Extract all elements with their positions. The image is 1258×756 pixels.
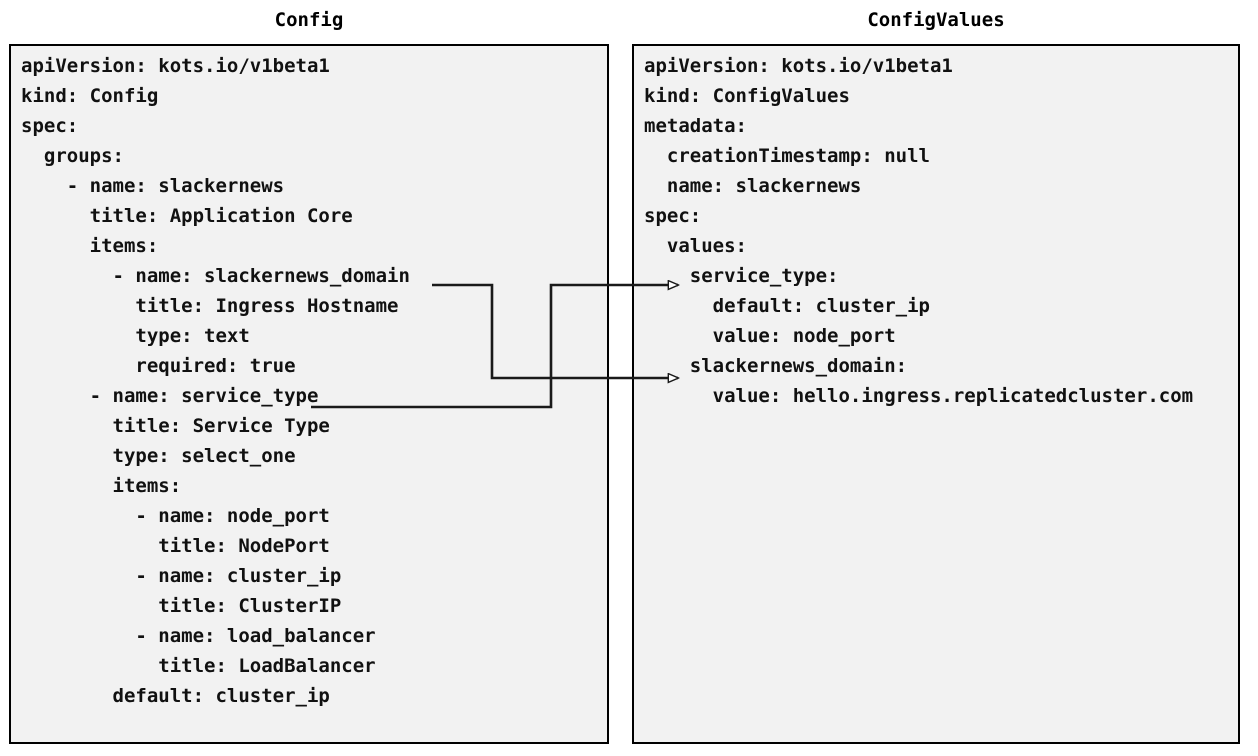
configvalues-yaml-line: value: hello.ingress.replicatedcluster.c…: [644, 385, 1194, 407]
config-yaml-line: - name: service_type: [21, 385, 319, 407]
configvalues-yaml-block: apiVersion: kots.io/v1beta1 kind: ConfigV…: [644, 51, 1193, 411]
configvalues-yaml-line: apiVersion: kots.io/v1beta1: [644, 55, 953, 77]
panel-title-configvalues: ConfigValues: [867, 9, 1005, 31]
configvalues-yaml-line: service_type:: [644, 265, 839, 287]
config-yaml-line: items:: [21, 475, 182, 497]
configvalues-panel: apiVersion: kots.io/v1beta1 kind: ConfigV…: [632, 44, 1240, 744]
config-yaml-line: - name: load_balancer: [21, 625, 376, 647]
config-yaml-line: type: select_one: [21, 445, 296, 467]
config-yaml-line: groups:: [21, 145, 124, 167]
configvalues-yaml-line: slackernews_domain:: [644, 355, 908, 377]
config-yaml-line: items:: [21, 235, 159, 257]
config-yaml-line: title: Application Core: [21, 205, 353, 227]
configvalues-yaml-line: spec:: [644, 205, 702, 227]
config-yaml-line: - name: slackernews_domain: [21, 265, 410, 287]
config-panel: apiVersion: kots.io/v1beta1 kind: Config s…: [9, 44, 609, 744]
panel-title-config: Config: [274, 9, 344, 31]
config-yaml-line: required: true: [21, 355, 296, 377]
config-yaml-line: - name: cluster_ip: [21, 565, 342, 587]
configvalues-yaml-line: default: cluster_ip: [644, 295, 930, 317]
config-yaml-line: kind: Config: [21, 85, 159, 107]
config-yaml-line: title: Service Type: [21, 415, 330, 437]
config-yaml-line: title: ClusterIP: [21, 595, 342, 617]
config-yaml-line: spec:: [21, 115, 79, 137]
config-yaml-line: type: text: [21, 325, 250, 347]
configvalues-yaml-line: value: node_port: [644, 325, 896, 347]
config-yaml-line: - name: slackernews: [21, 175, 285, 197]
configvalues-yaml-line: creationTimestamp: null: [644, 145, 930, 167]
config-yaml-line: apiVersion: kots.io/v1beta1: [21, 55, 330, 77]
config-yaml-line: - name: node_port: [21, 505, 330, 527]
config-yaml-line: default: cluster_ip: [21, 685, 330, 707]
configvalues-yaml-line: values:: [644, 235, 747, 257]
config-yaml-line: title: LoadBalancer: [21, 655, 376, 677]
configvalues-yaml-line: kind: ConfigValues: [644, 85, 850, 107]
config-yaml-line: title: Ingress Hostname: [21, 295, 399, 317]
config-yaml-block: apiVersion: kots.io/v1beta1 kind: Config s…: [21, 51, 410, 711]
configvalues-yaml-line: metadata:: [644, 115, 747, 137]
configvalues-yaml-line: name: slackernews: [644, 175, 862, 197]
config-yaml-line: title: NodePort: [21, 535, 330, 557]
